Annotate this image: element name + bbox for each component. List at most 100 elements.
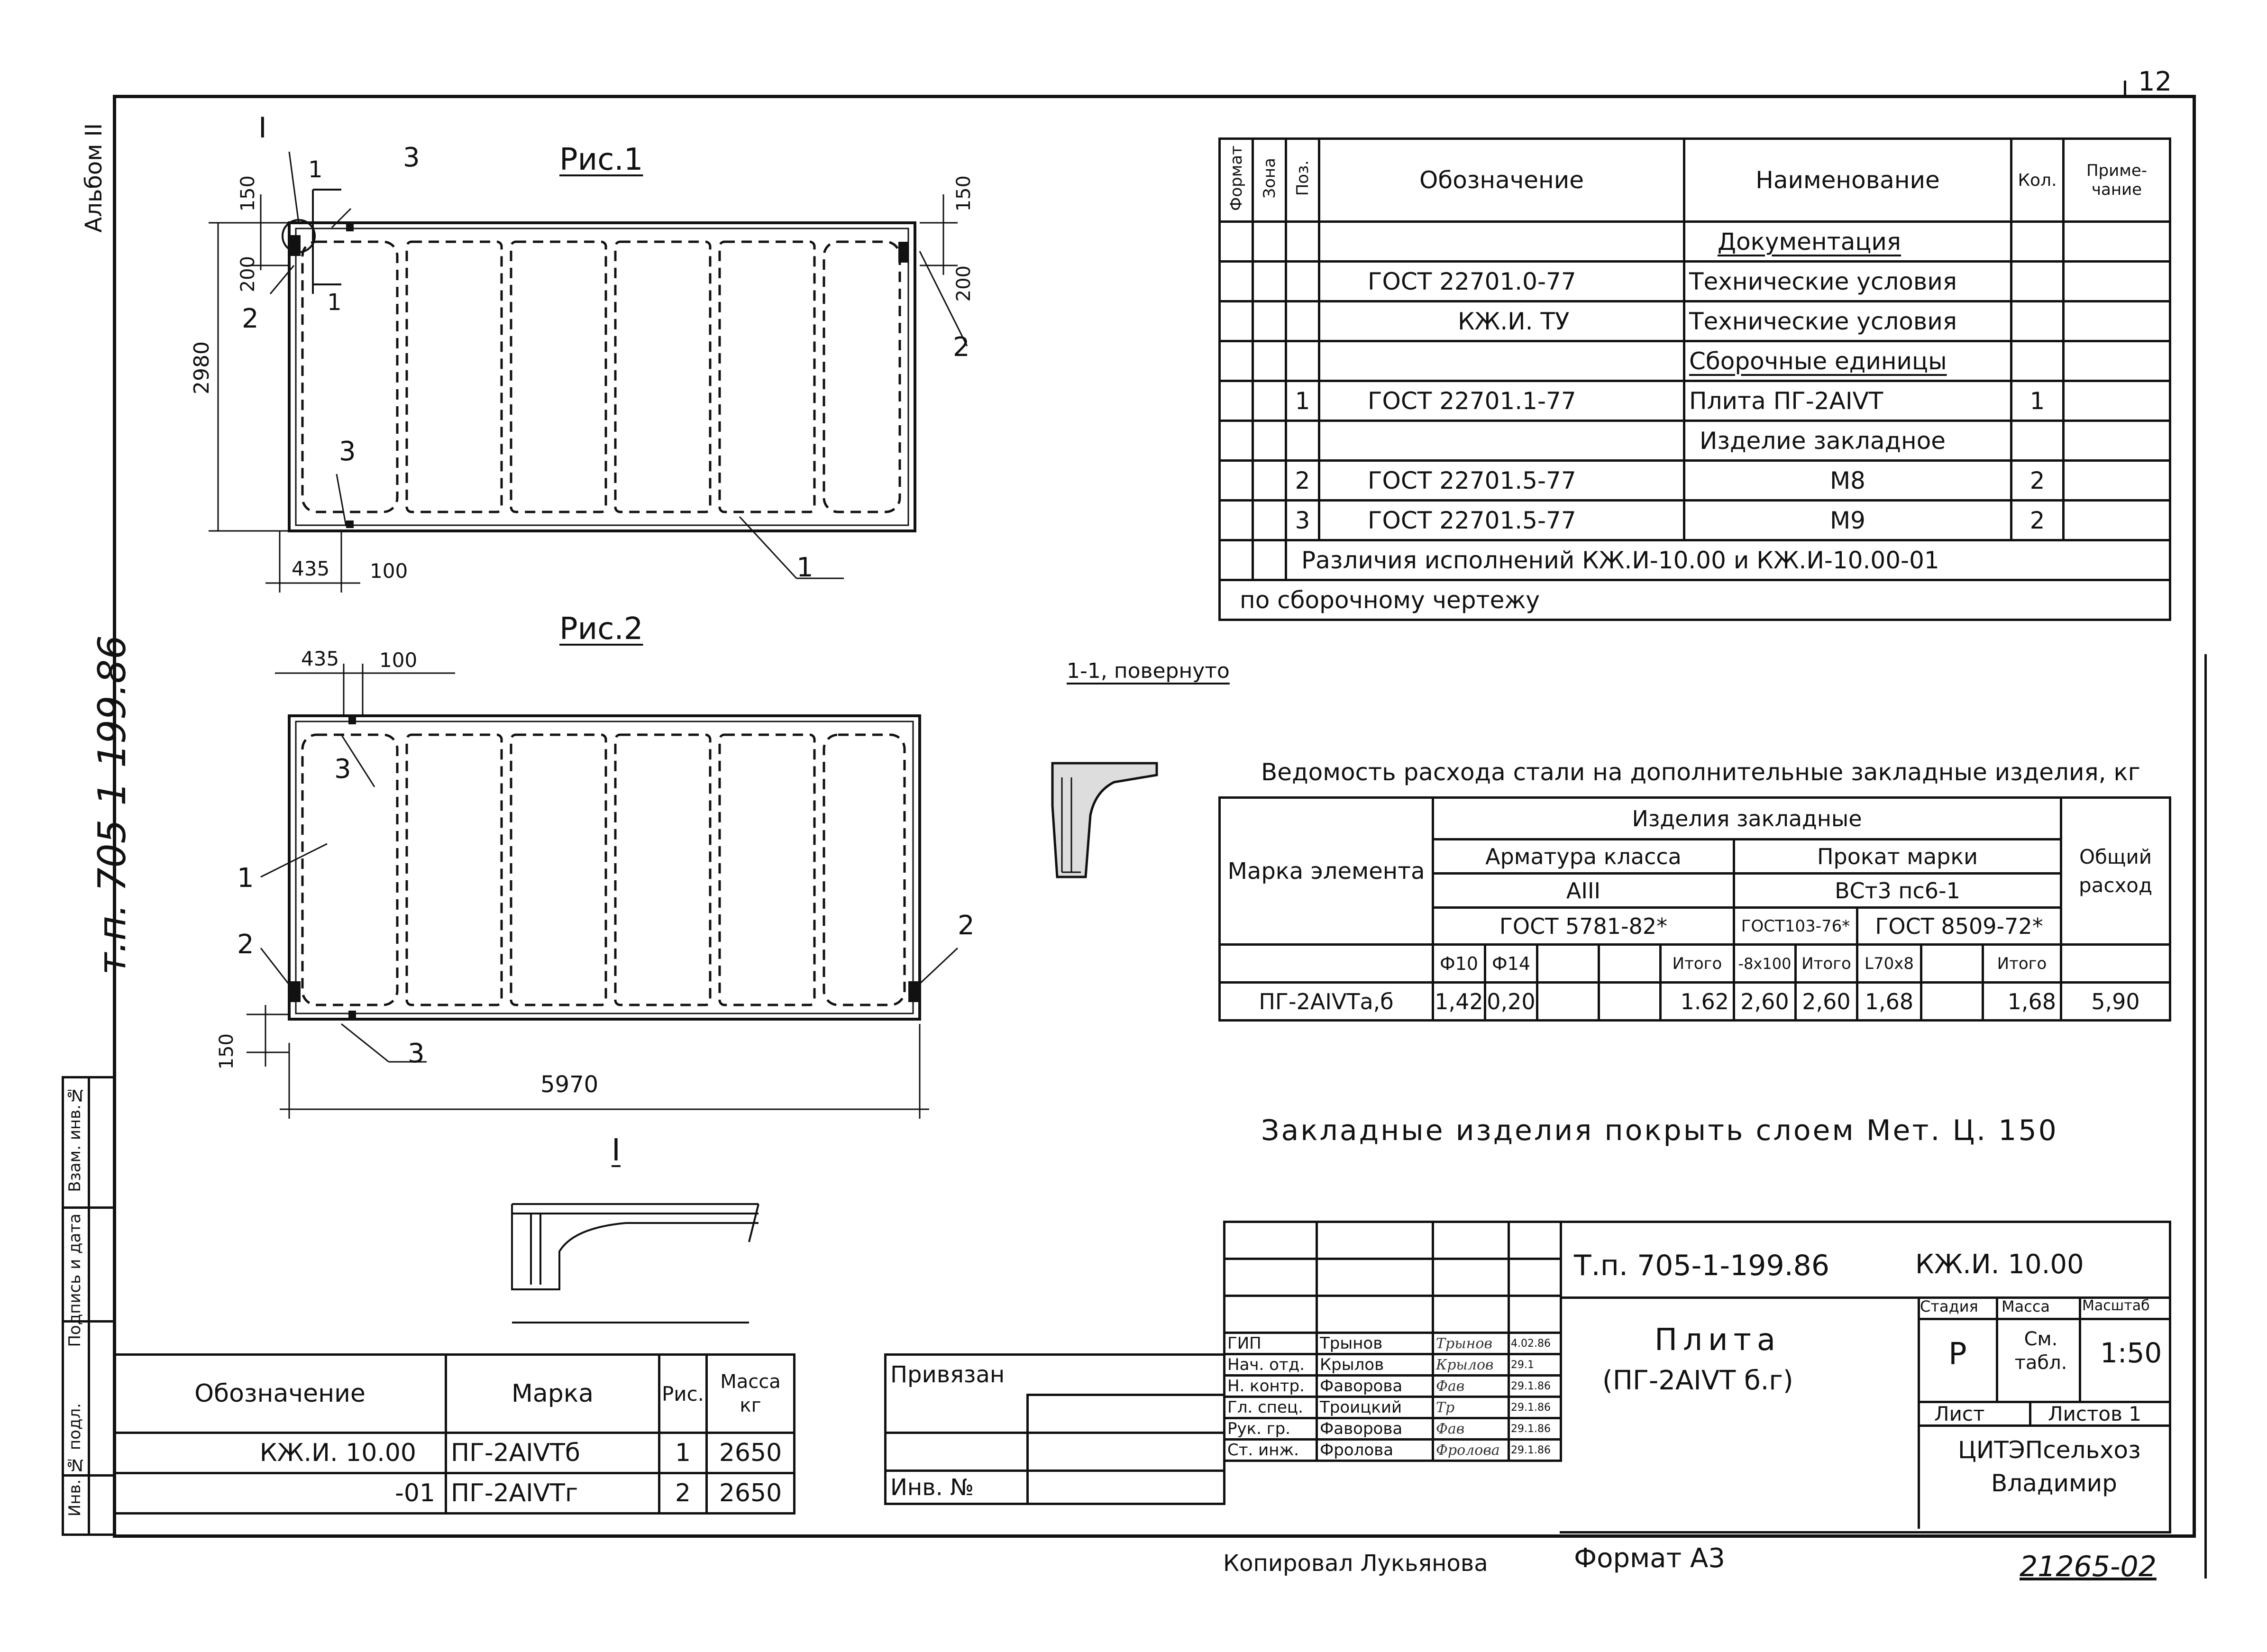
title-name-2: (ПГ-2АIVТ б.г): [1602, 1365, 1793, 1396]
steel-sub-8x100: -8х100: [1733, 943, 1797, 984]
staff-row: Ст. инж. Фролова Фролова 29.1.86: [1223, 1438, 1562, 1462]
fig2-pos3b: 3: [408, 1038, 425, 1069]
album-label: Альбом II: [81, 123, 107, 233]
steel-h-rebar: Арматура класса: [1432, 838, 1735, 875]
fig1-title: Рис.1: [559, 142, 643, 177]
spec-footer-2: по сборочному чертежу: [1218, 579, 2171, 621]
steel-table: Марка элемента Изделия закладные Общий р…: [1218, 796, 2171, 1022]
fig1-cut-1b: 1: [327, 289, 342, 316]
spec-row: ГОСТ 22701.0-77 Технические условия: [1218, 260, 2171, 302]
staff-row: Нач. отд. Крылов Крылов 29.1: [1223, 1353, 1562, 1377]
marks-h-fig: Рис.: [658, 1353, 708, 1434]
title-h-mass: Масса: [2002, 1297, 2050, 1315]
fig1-dim-150r: 150: [953, 175, 975, 212]
fig2-dim-435: 435: [301, 647, 339, 670]
spec-row: КЖ.И. ТУ Технические условия: [1218, 300, 2171, 342]
steel-sub-l70x8: L70х8: [1856, 943, 1922, 984]
staff-row: ГИП Трынов Трынов 4.02.86: [1223, 1332, 1562, 1355]
steel-h-gost8509: ГОСТ 8509-72*: [1856, 906, 2062, 946]
fig1-pos2b: 2: [953, 332, 970, 363]
staff-row: Рук. гр. Фаворова Фав 29.1.86: [1223, 1417, 1562, 1441]
steel-sub-itogo1: Итого: [1659, 943, 1735, 984]
left-strip-inv-repl: Взам. инв.№: [65, 1086, 84, 1192]
fig1-pos2a: 2: [242, 303, 259, 334]
staff-row: Н. контр. Фаворова Фав 29.1.86: [1223, 1374, 1562, 1398]
fig1-callout-I: I: [258, 111, 267, 145]
side-code: т.п. 705-1-199.86: [90, 635, 134, 975]
spec-table: Формат Зона Поз. Обозначение Наименовани…: [1218, 137, 2171, 621]
spec-h-name: Наименование: [1683, 137, 2012, 223]
spec-h-format: Формат: [1226, 145, 1246, 211]
spec-footer-1: Различия исполнений КЖ.И-10.00 и КЖ.И-10…: [1285, 539, 2171, 581]
steel-h-rolled: Прокат марки: [1733, 838, 2062, 875]
fig1-pos1: 1: [796, 552, 814, 583]
binding-inv-label: Инв. №: [884, 1469, 1029, 1505]
title-sheets-label: Листов 1: [2048, 1402, 2141, 1425]
signature: Крылов: [1432, 1353, 1510, 1377]
fig2-pos2b: 2: [958, 910, 975, 941]
spec-row: Изделие закладное: [1218, 420, 2171, 462]
steel-sub-f14: Ф14: [1484, 943, 1538, 984]
spec-h-zone: Зона: [1260, 157, 1279, 199]
steel-h-rebar-class: AIII: [1432, 872, 1735, 909]
fig2-pos2a: 2: [237, 929, 254, 960]
steel-table-title: Ведомость расхода стали на дополнительны…: [1261, 758, 2140, 786]
left-strip-inv-orig: Инв. № подл.: [65, 1403, 84, 1517]
title-doc: КЖ.И. 10.00: [1915, 1249, 2084, 1280]
fig1-dim-435: 435: [292, 557, 330, 580]
marks-h-mark: Марка: [445, 1353, 660, 1434]
detail-drawing: [511, 1203, 759, 1323]
steel-h-gost103: ГОСТ103-76*: [1733, 906, 1858, 946]
spec-row: 3 ГОСТ 22701.5-77 М9 2: [1218, 499, 2171, 541]
title-stage: Р: [1948, 1337, 1967, 1372]
steel-sub-f10: Ф10: [1432, 943, 1486, 984]
signature: Фав: [1432, 1417, 1510, 1441]
steel-h-rolled-grade: ВСт3 пс6-1: [1733, 872, 2062, 909]
title-org-1: ЦИТЭПсельхоз: [1958, 1436, 2141, 1464]
steel-sub-itogo2: Итого: [1794, 943, 1858, 984]
page-number-box: [2124, 81, 2193, 98]
fig2-dim-100: 100: [379, 648, 418, 672]
marks-h-mass: Масса кг: [705, 1353, 795, 1434]
fig1-pos3a: 3: [403, 142, 420, 173]
marks-row: КЖ.И. 10.00 ПГ-2АIVТб 1 2650: [113, 1432, 795, 1474]
fig2-drawing: [247, 664, 959, 1119]
fig2-title: Рис.2: [559, 612, 643, 647]
title-block: [1560, 1221, 2171, 1533]
left-strip: [62, 1076, 115, 1536]
marks-row: -01 ПГ-2АIVТг 2 2650: [113, 1472, 795, 1515]
spec-row: Сборочные единицы: [1218, 340, 2171, 382]
fig2-dim-5970: 5970: [540, 1071, 599, 1098]
right-frame-line: [2204, 654, 2207, 1579]
spec-h-qty: Кол.: [2010, 137, 2065, 223]
format-label: Формат А3: [1574, 1543, 1725, 1574]
sheet-frame: [113, 95, 2196, 1538]
signature: Фролова: [1432, 1438, 1510, 1462]
fig1-dim-2980: 2980: [190, 341, 214, 394]
fig2-pos3a: 3: [334, 754, 351, 785]
signature: Трынов: [1432, 1332, 1510, 1355]
steel-sub-itogo3: Итого: [1982, 943, 2062, 984]
fig1-drawing: [209, 151, 968, 593]
fig2-dim-150: 150: [216, 1033, 238, 1070]
left-strip-sign-date: Подпись и дата: [65, 1214, 84, 1347]
fig2-pos1: 1: [237, 863, 254, 894]
section-drawing: [1051, 762, 1158, 878]
steel-data-row: ПГ-2АIVТа,б 1,42 0,20 1.62 2,60 2,60 1,6…: [1218, 981, 2171, 1022]
copied-by: Копировал Лукьянова: [1223, 1550, 1488, 1577]
spec-section-assemblies: Сборочные единицы: [1689, 347, 1947, 375]
title-sheet-label: Лист: [1934, 1402, 1985, 1425]
steel-h-total: Общий расход: [2060, 796, 2171, 946]
fig1-dim-200: 200: [237, 256, 259, 292]
spec-h-pos: Поз.: [1293, 160, 1312, 196]
binding-box: Привязан Инв. №: [884, 1353, 1225, 1505]
staff-grid: ГИП Трынов Трынов 4.02.86 Нач. отд. Крыл…: [1223, 1221, 1562, 1462]
fig1-dim-200r: 200: [953, 265, 975, 302]
title-scale: 1:50: [2100, 1337, 2162, 1369]
spec-row: 1 ГОСТ 22701.1-77 Плита ПГ-2АIVТ 1: [1218, 380, 2171, 422]
steel-h-rebar-gost: ГОСТ 5781-82*: [1432, 906, 1735, 946]
fig1-pos3b: 3: [339, 436, 356, 467]
coating-note: Закладные изделия покрыть слоем Мет. Ц. …: [1261, 1114, 2058, 1147]
detail-title: I: [612, 1133, 621, 1168]
